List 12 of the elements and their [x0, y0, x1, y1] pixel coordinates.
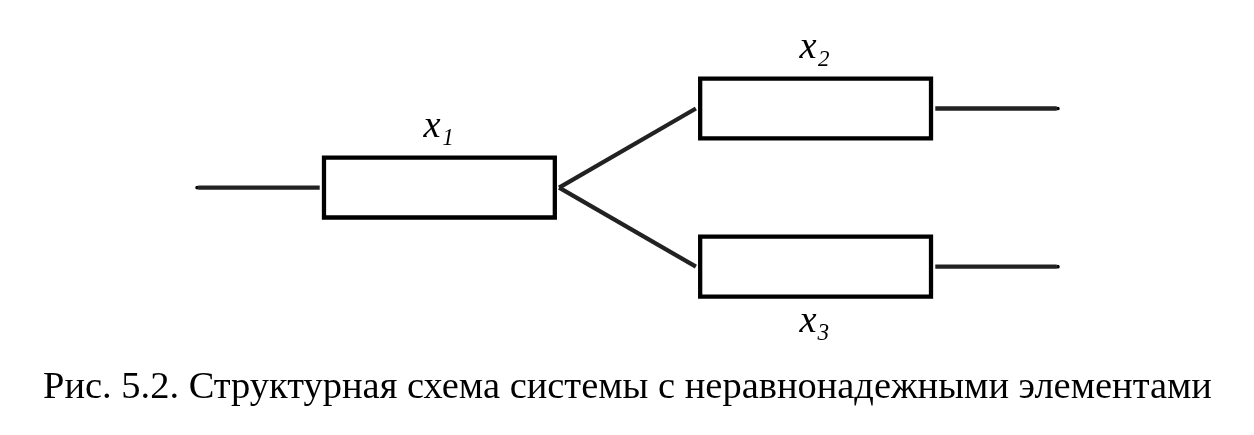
node-box [321, 155, 557, 220]
node-label: x₁ [422, 103, 454, 146]
node-label: x₃ [799, 297, 830, 340]
caption: Рис. 5.2. Структурная схема системы с неравнонадежными элементами [42, 363, 1212, 406]
connector [557, 106, 697, 190]
connector [934, 264, 1057, 269]
node-box [697, 234, 933, 299]
connector [197, 185, 320, 190]
connector [557, 185, 697, 269]
connector [934, 106, 1057, 111]
node-label: x₂ [799, 24, 830, 67]
node-box [697, 76, 933, 141]
